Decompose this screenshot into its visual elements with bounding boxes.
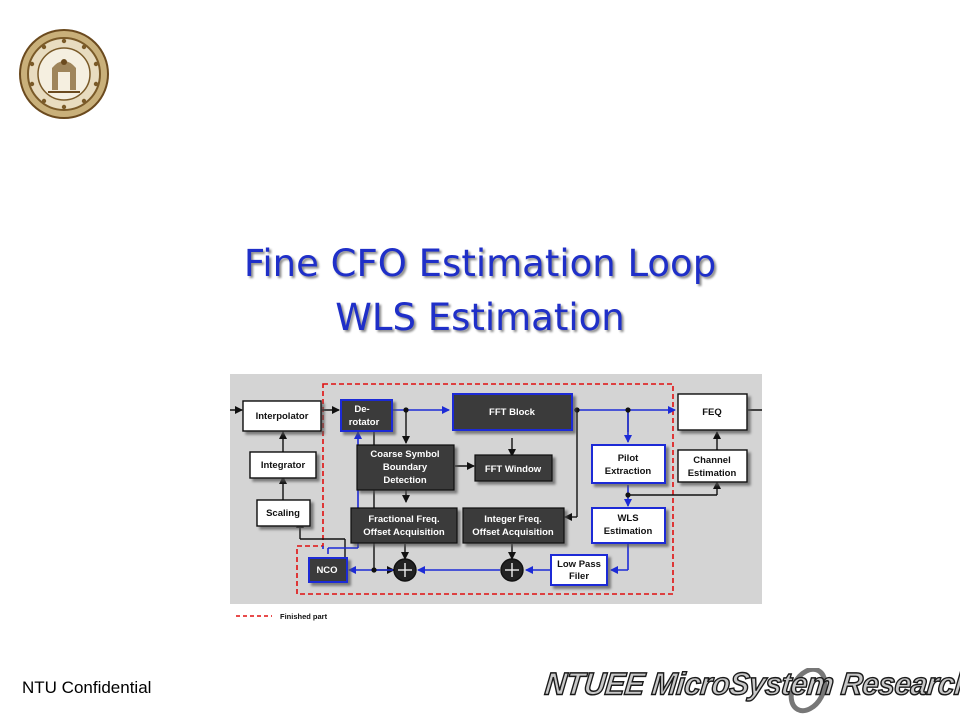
coarse-label-2: Boundary	[383, 462, 428, 473]
nco-label: NCO	[316, 565, 337, 576]
integrator-label: Integrator	[261, 460, 306, 471]
fft-window-block	[474, 454, 553, 482]
fractional-label-1: Fractional Freq.	[368, 514, 439, 525]
integer-freq-block	[462, 507, 565, 544]
fft-block	[452, 393, 573, 431]
lab-logo-swoosh-icon	[788, 668, 828, 714]
footer-confidential: NTU Confidential	[22, 678, 152, 697]
lowpass-label-2: Filer	[569, 571, 589, 582]
pilot-label-1: Pilot	[618, 453, 639, 464]
integer-label-2: Offset Acquisition	[472, 527, 554, 538]
feq-label: FEQ	[702, 407, 722, 418]
integrator-block	[249, 451, 317, 479]
lab-logo-text: NTUEE MicroSystem Research Lab.	[543, 666, 960, 702]
integer-label-1: Integer Freq.	[484, 514, 542, 525]
lowpass-label-1: Low Pass	[557, 559, 601, 570]
derotator-label-1: De-	[354, 404, 369, 415]
derotator-block	[340, 399, 393, 432]
coarse-label-3: Detection	[383, 475, 426, 486]
coarse-symbol-block	[356, 444, 455, 491]
adder-right	[500, 558, 524, 582]
diagram-legend: Finished part	[236, 612, 328, 621]
legend-label: Finished part	[280, 612, 328, 621]
fractional-label-2: Offset Acquisition	[363, 527, 445, 538]
wls-label-2: Estimation	[604, 526, 653, 537]
cfo-loop-block-diagram: Interpolator Integrator Scaling NCO De- …	[230, 374, 762, 604]
interpolator-block	[242, 400, 322, 432]
fft-window-label: FFT Window	[485, 464, 542, 475]
lab-logo: NTUEE MicroSystem Research Lab.	[543, 666, 960, 720]
channel-label-2: Estimation	[688, 468, 737, 479]
scaling-label: Scaling	[266, 508, 300, 519]
pilot-label-2: Extraction	[605, 466, 652, 477]
wls-estimation-block	[591, 507, 666, 544]
fft-block-label: FFT Block	[489, 407, 536, 418]
nco-block	[308, 557, 348, 583]
interpolator-label: Interpolator	[256, 411, 309, 422]
scaling-block	[256, 499, 311, 527]
fractional-freq-block	[350, 507, 458, 544]
pilot-extraction-block	[591, 444, 666, 484]
adder-left	[393, 558, 417, 582]
low-pass-filter-block	[550, 554, 608, 586]
coarse-label-1: Coarse Symbol	[370, 449, 439, 460]
slide-title-line2: WLS Estimation	[335, 296, 625, 339]
channel-label-1: Channel	[693, 455, 730, 466]
derotator-label-2: rotator	[349, 417, 380, 428]
wls-label-1: WLS	[617, 513, 638, 524]
channel-estimation-block	[677, 449, 748, 483]
slide-title-line1: Fine CFO Estimation Loop	[243, 242, 717, 285]
feq-block	[677, 393, 748, 431]
university-seal-logo	[19, 29, 109, 119]
